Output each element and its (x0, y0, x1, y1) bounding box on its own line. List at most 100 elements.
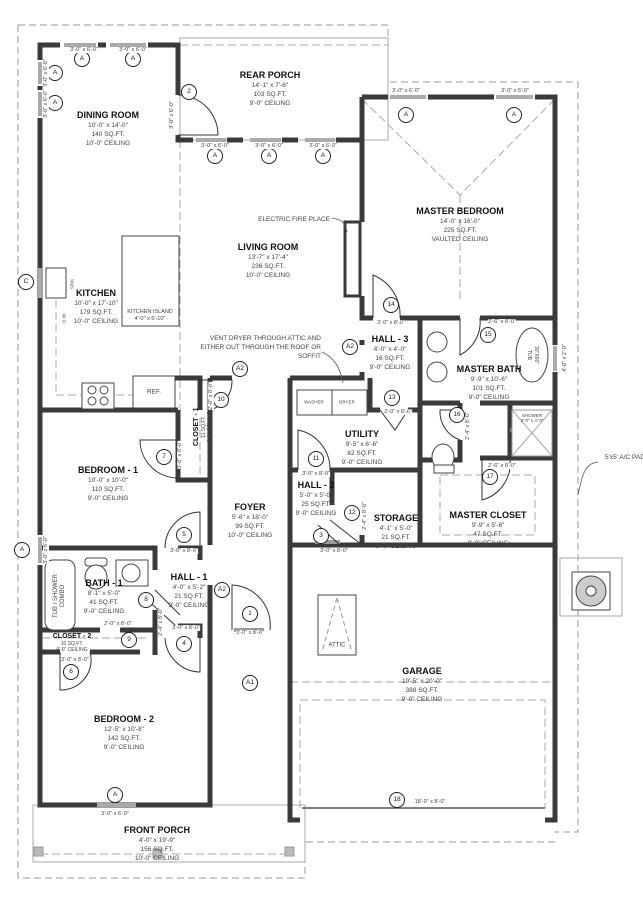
door-size: 3'-0" x 6'-0" (169, 101, 175, 129)
room-name: LIVING ROOM (237, 242, 299, 252)
room-ceiling: 9'-0" CEILING (341, 459, 383, 466)
window-size: 3'-0" x 6'-0" (43, 59, 49, 87)
dishwasher-label: D.W. (61, 313, 67, 323)
room-area: 47 SQ.FT. (473, 531, 503, 538)
room-dims: 9'-9" x 10'-6" (470, 376, 508, 383)
shower-text: SHOWER (521, 413, 543, 418)
ac-pad-outline (559, 557, 623, 617)
room-name: MASTER BEDROOM (416, 206, 504, 216)
tub-shower-label: TUB / SHOWER COMBO (53, 574, 66, 619)
tub-dims: 30"X60" (533, 345, 539, 365)
room-name: DINING ROOM (77, 110, 139, 120)
window-size: 3'-0" x 6'-0" (43, 536, 49, 564)
room-dims: 9'-5" x 6'-6" (345, 441, 379, 448)
shower-dims: 3'-0" x 4'-0" (520, 418, 544, 423)
room-ceiling: 10'-0" CEILING (134, 855, 180, 862)
kitchen-island (121, 235, 180, 327)
room-name: FOYER (234, 502, 266, 512)
kitchen-sink (45, 267, 67, 299)
kitchen-island-text: KITCHEN ISLAND (127, 309, 173, 315)
door-tag: 2 (181, 84, 197, 100)
window-tag: A (107, 787, 123, 803)
room-area: 10 SQ.FT. (60, 641, 84, 647)
window-size: 3'-0" x 6'-0" (119, 47, 147, 53)
fixtures (33, 235, 611, 859)
room-name: GARAGE (402, 666, 442, 676)
room-dims: 5'-6" x 18'-0" (231, 514, 269, 521)
door-swings (59, 94, 551, 691)
room-dims: 13'-7" x 17'-4" (248, 254, 288, 261)
door-size: 2'-6" x 8'-0" (488, 319, 516, 325)
door-tag: 17 (482, 469, 498, 485)
room-ceiling: 10'-0" CEILING (245, 272, 291, 279)
door-tag: 3 (313, 528, 329, 544)
room-area: 103 SQ.FT. (253, 91, 287, 98)
window-size: 3'-0" x 6'-0" (70, 47, 98, 53)
door-size: 2'-4" x 8'-0" (362, 502, 368, 530)
door-tag: 12 (344, 505, 360, 521)
room-ceiling: 9'-0" CEILING (401, 696, 443, 703)
door-tag: 10 (213, 392, 229, 408)
room-ceiling: 10'-0" CEILING (73, 318, 119, 325)
room-ceiling: 10'-0" CEILING (85, 140, 131, 147)
room-dims: 4'-0" x 5'-2" (172, 584, 206, 591)
window-tag: A (207, 148, 223, 164)
room-area: 21 SQ.FT. (381, 534, 411, 541)
window-tag: C (18, 274, 34, 290)
sink-label: SINK (69, 278, 75, 290)
room-name: MASTER BATH (456, 364, 522, 374)
bathtub-shower-combo (44, 559, 76, 631)
dryer-vent-note: VENT DRYER THROUGH ATTIC AND EITHER OUT … (200, 335, 321, 360)
window-tag: A (398, 107, 414, 123)
door-size: 3'-0" x 8'-0" (320, 548, 348, 554)
window-tag: A (47, 95, 63, 111)
room-ceiling: 9'-0" CEILING (207, 411, 213, 443)
door-tag: 1 (242, 606, 258, 622)
door-tag: 7 (156, 449, 172, 465)
room-name: UTILITY (344, 429, 379, 439)
room-dims: 10'-0" x 17'-10" (74, 300, 118, 307)
room-ceiling: VAULTED CEILING (431, 236, 489, 243)
bathtub (515, 327, 549, 383)
room-name: CLOSET - 2 (52, 633, 92, 640)
window-size: 4'-0" x 2'-0" (562, 344, 568, 372)
room-name: BATH - 1 (85, 578, 123, 588)
door-size: 3'-0" x 8'-0" (302, 471, 330, 477)
room-name: BEDROOM - 1 (77, 465, 139, 475)
room-area: 99 SQ.FT. (235, 523, 265, 530)
window-tag: A (125, 51, 141, 67)
room-name: STORAGE (373, 513, 419, 523)
vaulted-ceiling-lines (361, 98, 556, 300)
dryer (331, 389, 368, 416)
window-size: 3'-0" x 6'-0" (392, 88, 420, 94)
room-area: 388 SQ.FT. (405, 687, 439, 694)
room-area: 179 SQ.FT. (79, 309, 113, 316)
room-ceiling: 9'-0" CEILING (56, 647, 88, 653)
window-tag: A (315, 148, 331, 164)
door-tag: 18 (389, 792, 405, 808)
room-name: REAR PORCH (239, 70, 301, 80)
room-ceiling: 9'-0" CEILING (295, 510, 337, 517)
door-tag: 15 (480, 327, 496, 343)
room-area: 140 SQ.FT. (91, 131, 125, 138)
room-name: HALL - 1 (170, 572, 208, 582)
room-name: CLOSET - 1 (193, 407, 200, 446)
door-size: 3'-0" x 8'-0" (172, 625, 200, 631)
window-tag: A (47, 65, 63, 81)
room-ceiling: 9'-0" CEILING (369, 364, 411, 371)
door-size: 3'-0" x 8'-0" (177, 441, 183, 469)
door-size: 2'-4" x 8'-0" (158, 608, 164, 636)
room-ceiling: 9'-0" CEILING (87, 495, 129, 502)
washer-label: WASHER (304, 399, 324, 405)
